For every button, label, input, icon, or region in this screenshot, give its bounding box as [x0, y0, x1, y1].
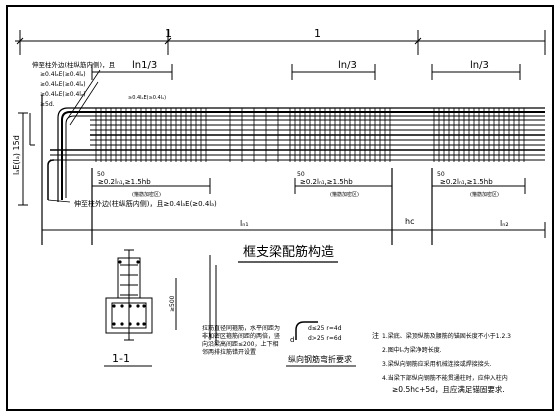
section-1-1: [105, 249, 217, 345]
frame-border: [6, 5, 554, 411]
note-side-cond: ≥0.4lₐE(≥0.4lₐ): [128, 95, 166, 101]
bend-r2: d>25 r=6d: [308, 335, 342, 342]
dim-ln-third: ln/3: [338, 60, 357, 71]
rebar-dot: [136, 304, 140, 308]
leader-mid: [69, 81, 99, 126]
rebar-dot: [118, 260, 122, 264]
note-five-d: ≥5d.: [40, 101, 55, 108]
dim-50-a: 50: [97, 171, 105, 178]
bend-detail: [295, 321, 318, 340]
rebar-dot: [120, 322, 124, 326]
top-dimension: [15, 30, 546, 55]
rebar-dot: [136, 260, 140, 264]
notes-header: 注: [372, 331, 379, 340]
bend-caption: 纵向钢筋弯折要求: [288, 354, 352, 364]
dim-50-b: 50: [297, 171, 305, 178]
rebar-dot: [142, 322, 146, 326]
dim-ln-third-right: ln/3: [470, 60, 489, 71]
columns: [41, 95, 433, 245]
stirrup-group: [95, 108, 525, 162]
leader-top: [67, 69, 101, 119]
dim-lae-15d: lₐE(lₐ) 15d: [12, 135, 21, 175]
note-4b: ≥0.5hc+5d，且应满足锚固要求.: [392, 384, 505, 394]
bend-r1: d≤25 r=4d: [308, 325, 342, 332]
column-left-dims: [18, 112, 35, 206]
rebar-dot: [128, 322, 132, 326]
dim-one-left: 1: [165, 27, 172, 40]
note-top-anchor: 伸至柱外边(柱纵筋内侧)，且: [32, 60, 116, 69]
section-note: 拉筋直径同箍筋，水平间距为非加密区箍筋间距的两倍，竖向沿梁高间距≤200，上下相…: [202, 325, 281, 356]
section-label: 1-1: [112, 352, 130, 365]
section-note-box: 拉筋直径同箍筋，水平间距为非加密区箍筋间距的两倍，竖向沿梁高间距≤200，上下相…: [202, 325, 281, 356]
rebar-dot: [112, 304, 116, 308]
section-rebar-dots: [112, 260, 146, 326]
rebar-dot: [120, 304, 124, 308]
zone-dims: [91, 178, 526, 194]
dim-ln1-third: ln1/3: [132, 60, 157, 71]
zone-2-label: ≥0.2lₙ₁,≥1.5hb: [300, 178, 353, 186]
note-2: 2.图中lₙ为梁净跨长度.: [382, 346, 442, 354]
third-span-dims: [91, 64, 521, 80]
rebar-dot: [128, 304, 132, 308]
zone-3-label: ≥0.2lₙ₁,≥1.5hb: [440, 178, 493, 186]
rebar-dot: [142, 304, 146, 308]
dim-one-right: 1: [314, 27, 321, 40]
bend-d: d: [290, 336, 294, 344]
rebar-dot: [112, 322, 116, 326]
note-4: 4.当梁下部纵向钢筋不能贯通柱时，应伸入柱内: [382, 374, 508, 382]
dim-ln2: lₙ₂: [500, 219, 509, 228]
note-1: 1.梁底、梁顶纵筋及腰筋的锚固长度不小于1.2.3: [382, 332, 511, 340]
bottom-span-dims: [41, 222, 546, 238]
zone-3-sub: (箍筋加密区): [470, 191, 499, 198]
zone-2-sub: (箍筋加密区): [330, 191, 359, 198]
note-bottom-anchor: 伸至柱外边(柱纵筋内侧)，且≥0.4lₐE(≥0.4lₐ): [74, 199, 217, 208]
drawing-title: 框支梁配筋构造: [243, 244, 334, 260]
note-cond-1: ≥0.4lₐE(≥0.4lₐ): [40, 71, 86, 78]
zone-1-sub: (箍筋加密区): [132, 191, 161, 198]
dim-ln1: lₙ₁: [240, 219, 249, 228]
leader-bottom: [47, 199, 71, 203]
note-cond-2: ≥0.4lₐE(≥0.4lₐ): [40, 81, 86, 88]
zone-1-label: ≥0.2lₙ₁,≥1.5hb: [98, 178, 151, 186]
note-3: 3.梁纵向钢筋应采用机械连接或焊接接头.: [382, 360, 492, 368]
note-cond-3: ≥0.4lₐE(≥0.4lₐ): [40, 91, 86, 98]
dim-50-c: 50: [437, 171, 445, 178]
beam-rebars: [47, 107, 545, 202]
rebar-dot: [136, 322, 140, 326]
dim-hc: hc: [405, 217, 414, 226]
dim-gt500: ≥500: [169, 295, 176, 312]
